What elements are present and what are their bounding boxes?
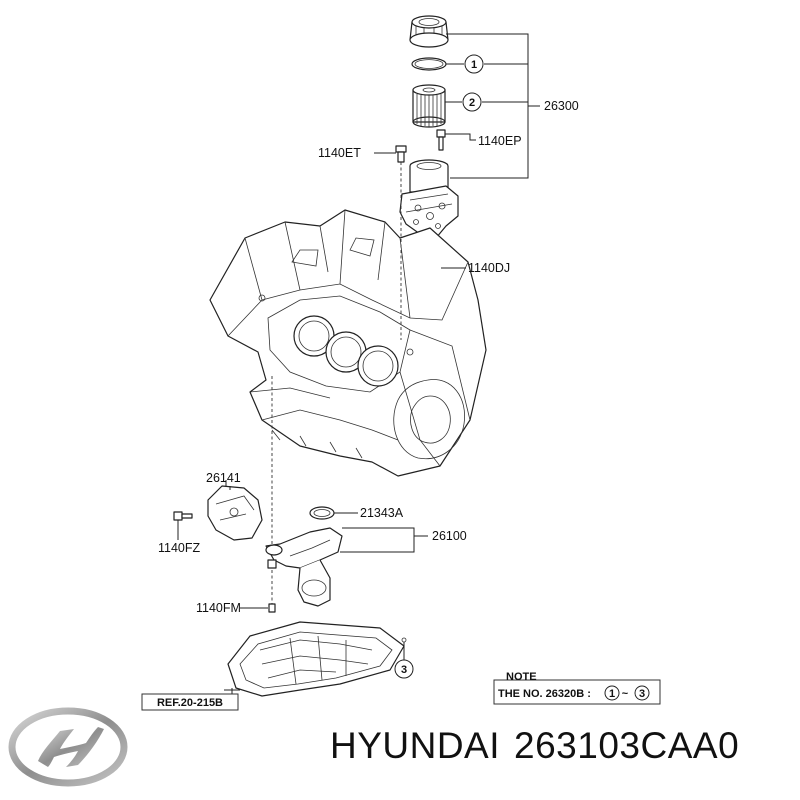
o-ring [411, 57, 447, 71]
filter-element [412, 84, 446, 128]
callout-1: 1 [464, 54, 484, 74]
label-bolt-lower: 1140DJ [468, 261, 510, 275]
svg-text:3: 3 [401, 664, 407, 676]
note-prefix: THE NO. 26320B : [498, 688, 591, 700]
callout-3: 3 [394, 659, 414, 679]
alignment-lines [271, 162, 402, 605]
footer-part-title: HYUNDAI 263103CAA0 [330, 725, 790, 785]
filter-housing [399, 159, 459, 239]
engine-block [209, 209, 487, 477]
svg-text:1: 1 [471, 59, 477, 71]
oil-filter-assembly [395, 15, 459, 271]
label-assembly: 26300 [544, 99, 579, 113]
filter-cap [409, 15, 449, 48]
footer-part-number: 263103CAA0 [514, 725, 740, 766]
label-strainer: 26100 [432, 529, 467, 543]
strainer-26100 [265, 527, 343, 607]
bolt-1140fm [267, 559, 277, 613]
svg-text:REF.20-215B: REF.20-215B [157, 697, 223, 709]
hyundai-logo-icon [8, 707, 128, 787]
label-bolt-left: 1140ET [318, 146, 361, 160]
svg-text:2: 2 [469, 97, 475, 109]
reference-box: REF.20-215B [141, 693, 239, 711]
callout-2: 2 [462, 92, 482, 112]
bolt-1140ep [436, 129, 446, 151]
cover-26141 [207, 485, 263, 541]
label-cover-bolt: 1140FZ [158, 541, 201, 555]
note-title: NOTE [506, 671, 537, 683]
footer-brand: HYUNDAI [330, 725, 501, 766]
leader-lines [177, 33, 540, 702]
note-box: NOTE THE NO. 26320B : 1 ~ 3 [493, 671, 661, 705]
label-bolt-right: 1140EP [478, 134, 522, 148]
label-strainer-bolt: 1140FM [196, 601, 241, 615]
label-gasket: 21343A [360, 506, 404, 520]
bolt-1140fz [173, 511, 193, 521]
svg-text:1: 1 [609, 688, 615, 700]
bolt-1140et [395, 145, 407, 163]
part-labels: 26300 1140EP 1140ET 1140DJ 26141 1140FZ … [158, 99, 579, 615]
oil-pan [227, 621, 407, 697]
svg-text:3: 3 [639, 688, 645, 700]
gasket-21343a [309, 506, 335, 520]
svg-text:~: ~ [622, 688, 629, 700]
label-cover: 26141 [206, 471, 241, 485]
